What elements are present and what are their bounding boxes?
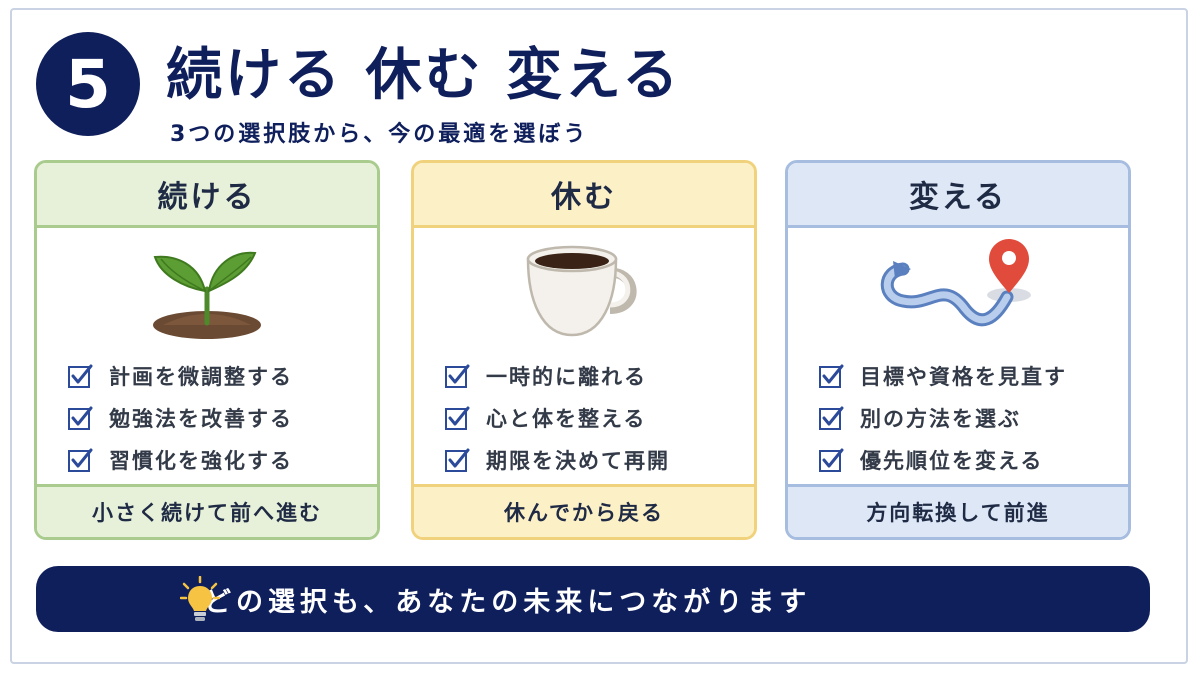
page-title: 続ける 休む 変える bbox=[166, 43, 682, 108]
sprout-icon bbox=[153, 251, 261, 339]
list-item: 目標や資格を見直す bbox=[818, 355, 1067, 397]
checkbox-checked-icon bbox=[445, 364, 470, 388]
coffee-cup-icon bbox=[526, 245, 637, 337]
option-card-continue: 続ける 計画を微調整する 勉強法を改善する 習慣化を強化する 小さく続けて前へ進… bbox=[34, 160, 380, 540]
checkbox-checked-icon bbox=[819, 364, 844, 388]
list-item: 別の方法を選ぶ bbox=[818, 397, 1067, 439]
list-item: 期限を決めて再開 bbox=[444, 439, 670, 481]
option-card-rest: 休む 一時的に離れる 心と体を整える 期限を決めて再開 休んでから戻る bbox=[411, 160, 757, 540]
option-card-change: 変える 目標や資格を見直す 別の方法を選ぶ 優先順位を変える 方向転換して前進 bbox=[785, 160, 1131, 540]
card-title: 変える bbox=[788, 163, 1128, 228]
list-item: 心と体を整える bbox=[444, 397, 670, 439]
list-item: 計画を微調整する bbox=[67, 355, 293, 397]
list-item: 習慣化を強化する bbox=[67, 439, 293, 481]
checkbox-checked-icon bbox=[819, 448, 844, 472]
checkbox-checked-icon bbox=[445, 406, 470, 430]
card-footer: 小さく続けて前へ進む bbox=[37, 484, 377, 537]
list-item: 勉強法を改善する bbox=[67, 397, 293, 439]
card-footer: 休んでから戻る bbox=[414, 484, 754, 537]
list-item: 優先順位を変える bbox=[818, 439, 1067, 481]
checkbox-checked-icon bbox=[819, 406, 844, 430]
checkbox-checked-icon bbox=[68, 448, 93, 472]
checkbox-checked-icon bbox=[68, 406, 93, 430]
step-number-badge: 5 bbox=[36, 32, 140, 136]
checkbox-checked-icon bbox=[445, 448, 470, 472]
conclusion-banner: どの選択も、あなたの未来につながります bbox=[36, 566, 1150, 632]
card-footer: 方向転換して前進 bbox=[788, 484, 1128, 537]
banner-text: どの選択も、あなたの未来につながります bbox=[204, 586, 812, 618]
route-pin-icon bbox=[880, 239, 1031, 327]
checkbox-checked-icon bbox=[68, 364, 93, 388]
lightbulb-icon bbox=[180, 576, 220, 621]
page-subtitle: 3つの選択肢から、今の最適を選ぼう bbox=[170, 122, 589, 147]
card-title: 休む bbox=[414, 163, 754, 228]
list-item: 一時的に離れる bbox=[444, 355, 670, 397]
card-title: 続ける bbox=[37, 163, 377, 228]
slide-frame bbox=[10, 8, 1188, 664]
